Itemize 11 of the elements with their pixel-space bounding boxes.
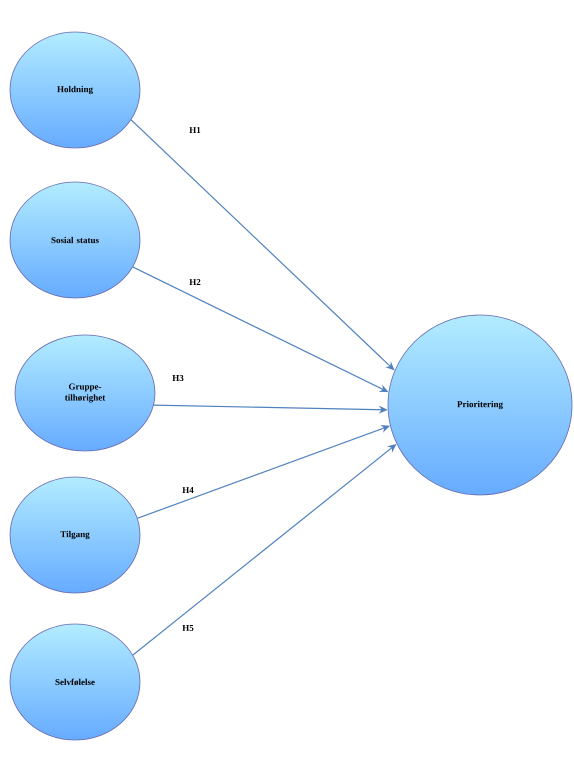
edge-label: H3 — [172, 374, 184, 382]
edge-label: H2 — [189, 279, 200, 285]
ellipse-node: Sosial status — [10, 182, 140, 298]
edge-label: H5 — [182, 625, 194, 631]
ellipse-node: Tilgang — [10, 476, 140, 594]
ellipse-node: Holdning — [10, 32, 140, 148]
ellipse-node: Gruppe-tilhørighet — [14, 334, 156, 452]
edge-label: H1 — [189, 127, 200, 133]
ellipse-node: Prioritering — [388, 314, 572, 496]
edge-label: H4 — [182, 487, 194, 493]
ellipse-node: Selvfølelse — [10, 624, 140, 740]
